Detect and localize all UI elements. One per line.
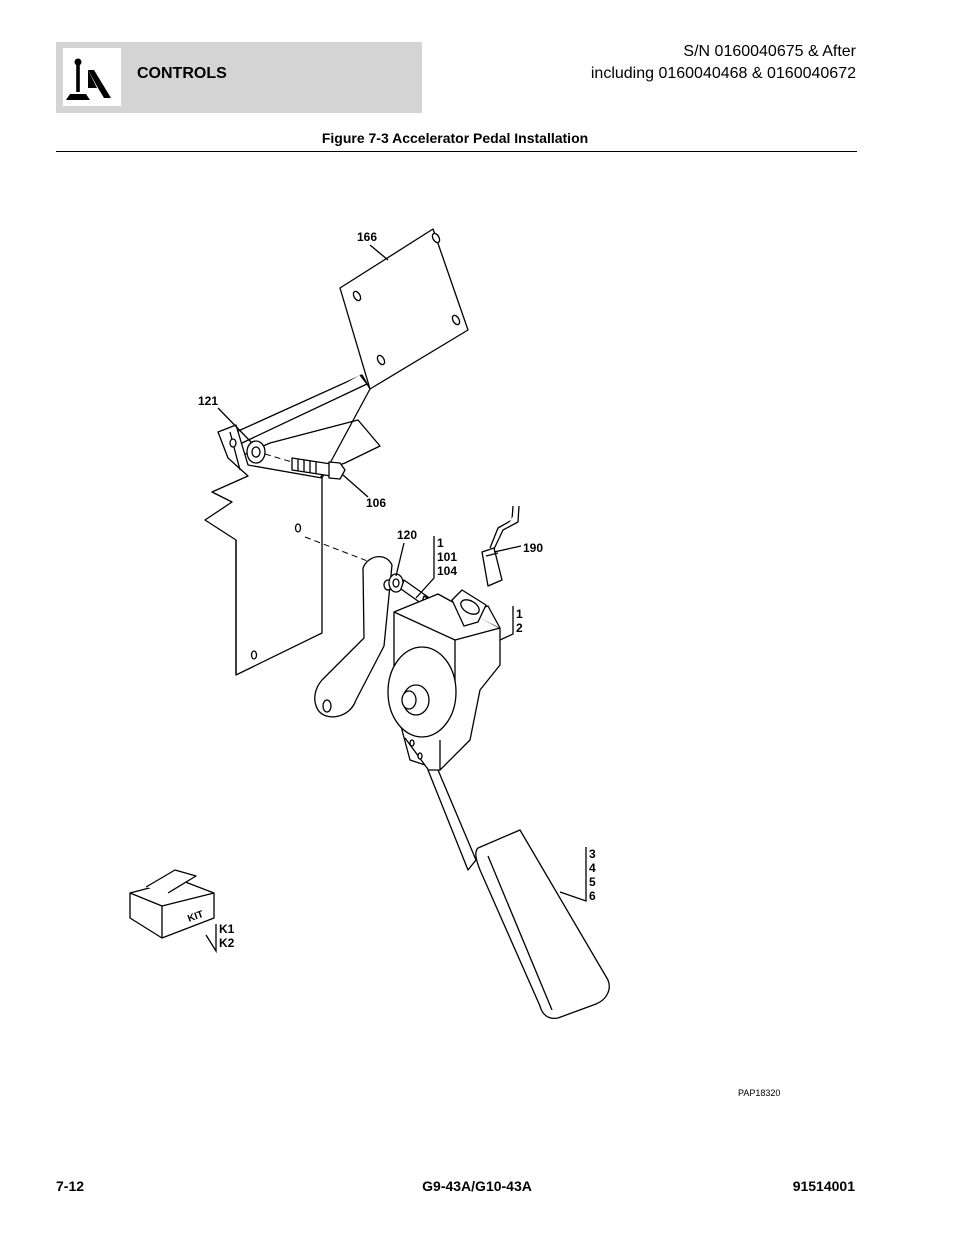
figure-caption: Figure 7-3 Accelerator Pedal Installatio… (321, 130, 589, 146)
callout-5: 5 (589, 875, 596, 889)
callout-group-1-2: 1 2 (516, 607, 523, 635)
position-sensor (387, 646, 457, 773)
leader-lines (205, 244, 587, 954)
page-number: 7-12 (56, 1178, 85, 1194)
callout-3: 3 (589, 847, 596, 861)
pedal-arm (314, 556, 393, 718)
callout-121: 121 (198, 394, 219, 408)
callout-120: 120 (397, 528, 418, 542)
wire-connector (451, 505, 520, 627)
kit-label: KIT (186, 909, 205, 925)
bolt-106 (291, 457, 346, 480)
kit-box (129, 869, 215, 939)
callout-106: 106 (366, 496, 387, 510)
callout-group-1-101-104: 1 101 104 (437, 536, 457, 578)
pedal-rod-and-pad (427, 769, 610, 1020)
callout-104: 104 (437, 564, 458, 578)
header-divider (56, 151, 857, 152)
callout-4: 4 (589, 861, 596, 875)
vertical-bracket (204, 424, 323, 676)
callout-166: 166 (357, 230, 378, 244)
alignment-lines (264, 453, 371, 563)
callout-group-kit: K1 K2 (219, 922, 234, 950)
serial-range-line-1: S/N 0160040675 & After (683, 43, 856, 60)
callout-group-3-6: 3 4 5 6 (589, 847, 596, 903)
drawing-code: PAP18320 (738, 1088, 781, 1098)
callout-101: 101 (437, 550, 458, 564)
washer-121 (246, 440, 266, 464)
callout-k2: K2 (219, 936, 235, 950)
joystick-controls-icon (63, 48, 121, 106)
callout-1b: 1 (516, 607, 523, 621)
callout-1: 1 (437, 536, 444, 550)
callout-2: 2 (516, 621, 523, 635)
model-number: G9-43A/G10-43A (422, 1178, 532, 1194)
callout-190: 190 (523, 541, 544, 555)
callout-k1: K1 (219, 922, 235, 936)
callout-6: 6 (589, 889, 596, 903)
section-title: CONTROLS (137, 65, 227, 82)
serial-range-line-2: including 0160040468 & 0160040672 (590, 65, 856, 82)
document-number: 91514001 (792, 1178, 855, 1194)
